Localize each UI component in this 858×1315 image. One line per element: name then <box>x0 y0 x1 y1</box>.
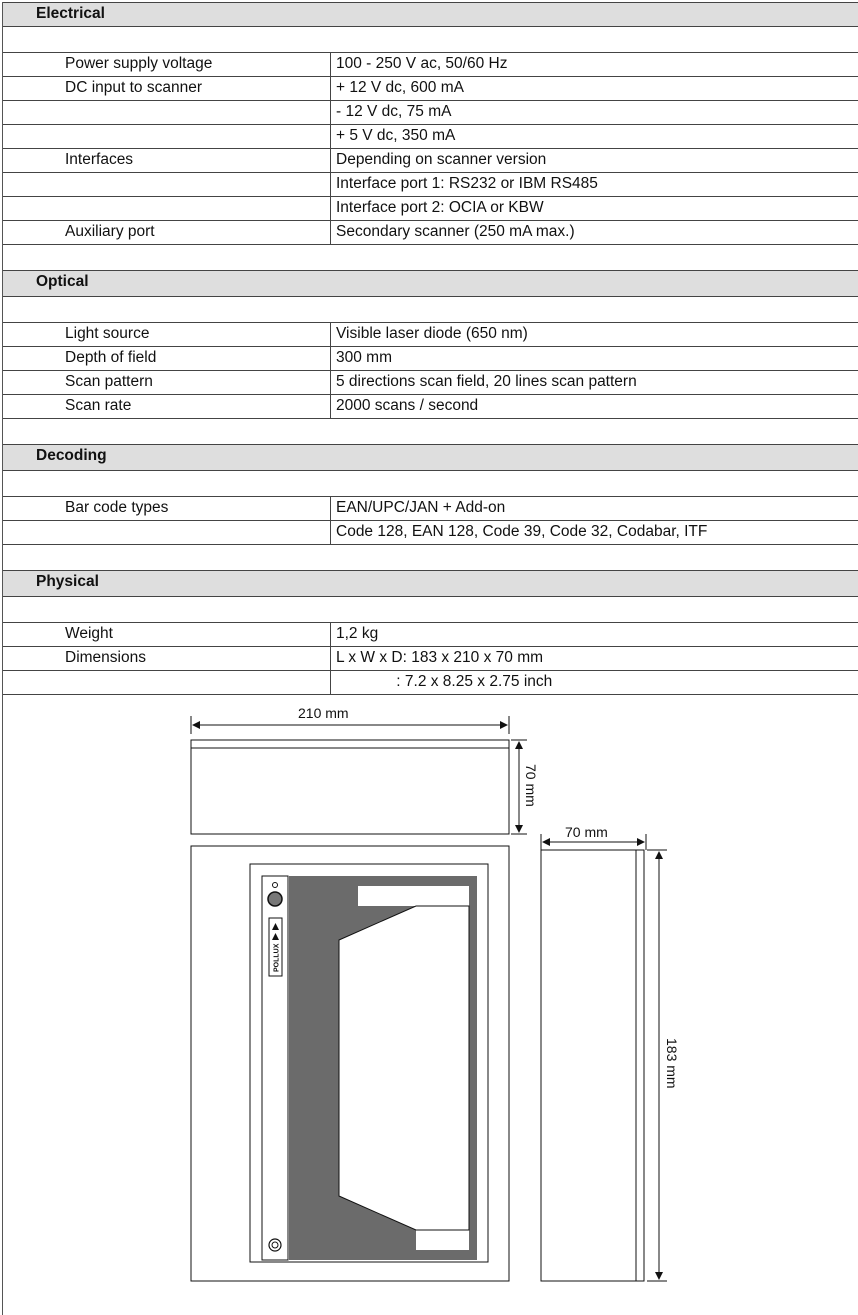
section-header-electrical: Electrical <box>3 2 858 26</box>
height-label: 70 mm <box>523 764 539 807</box>
column-divider <box>330 622 331 694</box>
spec-label: Bar code types <box>65 499 169 516</box>
scan-window <box>289 876 477 1260</box>
spec-value: Secondary scanner (250 mA max.) <box>336 223 575 240</box>
table-row: Power supply voltage 100 - 250 V ac, 50/… <box>3 52 858 76</box>
spacer-row <box>3 296 858 322</box>
spec-value: Visible laser diode (650 nm) <box>336 325 528 342</box>
scanner-front-view: POLLUX <box>190 845 510 1282</box>
section-title: Optical <box>36 273 89 290</box>
spec-label: Scan rate <box>65 397 132 414</box>
table-row: Weight 1,2 kg <box>3 622 858 646</box>
led-icon <box>272 882 278 888</box>
spacer-row <box>3 470 858 496</box>
column-divider <box>330 496 331 544</box>
table-row: DC input to scanner + 12 V dc, 600 mA <box>3 76 858 100</box>
table-row: Auxiliary port Secondary scanner (250 mA… <box>3 220 858 244</box>
spec-label: Weight <box>65 625 113 642</box>
spec-value: 100 - 250 V ac, 50/60 Hz <box>336 55 508 72</box>
brand-label: POLLUX <box>274 943 281 972</box>
depth-label: 70 mm <box>565 824 608 840</box>
spec-label: Dimensions <box>65 649 146 666</box>
width-dimension: 210 mm <box>190 705 510 734</box>
table-row: Code 128, EAN 128, Code 39, Code 32, Cod… <box>3 520 858 544</box>
table-row: Interface port 1: RS232 or IBM RS485 <box>3 172 858 196</box>
section-title: Electrical <box>36 5 105 22</box>
spacer-row <box>3 596 858 622</box>
button-icon <box>267 891 283 907</box>
spec-label: Light source <box>65 325 150 342</box>
spec-value: Interface port 2: OCIA or KBW <box>336 199 544 216</box>
spacer-row <box>3 544 858 570</box>
spec-label: Interfaces <box>65 151 134 168</box>
height-dimension: 70 mm <box>511 739 539 835</box>
table-row: + 5 V dc, 350 mA <box>3 124 858 148</box>
length-label: 183 mm <box>664 1038 680 1089</box>
table-bottom-border <box>3 694 858 695</box>
spacer-row <box>3 244 858 270</box>
spec-value: 300 mm <box>336 349 392 366</box>
spec-value: 2000 scans / second <box>336 397 479 414</box>
scanner-side-view <box>540 849 645 1282</box>
spec-label: Power supply voltage <box>65 55 213 72</box>
length-dimension: 183 mm <box>647 849 680 1282</box>
table-row: Scan rate 2000 scans / second <box>3 394 858 418</box>
section-header-physical: Physical <box>3 570 858 596</box>
spec-value: Depending on scanner version <box>336 151 547 168</box>
section-header-decoding: Decoding <box>3 444 858 470</box>
depth-dimension: 70 mm <box>540 824 647 850</box>
spec-label: Scan pattern <box>65 373 153 390</box>
dimension-drawing: 210 mm 70 mm <box>190 705 680 1282</box>
spec-value: 5 directions scan field, 20 lines scan p… <box>336 373 637 390</box>
table-row: Dimensions L x W x D: 183 x 210 x 70 mm <box>3 646 858 670</box>
spec-value: EAN/UPC/JAN + Add-on <box>336 499 506 516</box>
spacer-row <box>3 26 858 52</box>
spec-value: Interface port 1: RS232 or IBM RS485 <box>336 175 598 192</box>
spec-value: 1,2 kg <box>336 625 379 642</box>
spec-label: DC input to scanner <box>65 79 202 96</box>
table-row: Interface port 2: OCIA or KBW <box>3 196 858 220</box>
table-row: Depth of field 300 mm <box>3 346 858 370</box>
spec-value: Code 128, EAN 128, Code 39, Code 32, Cod… <box>336 523 708 540</box>
table-row: Bar code types EAN/UPC/JAN + Add-on <box>3 496 858 520</box>
spec-label: Auxiliary port <box>65 223 155 240</box>
spec-value: + 5 V dc, 350 mA <box>336 127 456 144</box>
table-row: Scan pattern 5 directions scan field, 20… <box>3 370 858 394</box>
column-divider <box>330 322 331 418</box>
spacer-row <box>3 418 858 444</box>
spec-value: : 7.2 x 8.25 x 2.75 inch <box>336 673 553 690</box>
section-header-optical: Optical <box>3 270 858 296</box>
section-title: Decoding <box>36 447 107 464</box>
table-row: - 12 V dc, 75 mA <box>3 100 858 124</box>
table-row: Light source Visible laser diode (650 nm… <box>3 322 858 346</box>
scanner-top-view <box>190 739 510 835</box>
table-row: Interfaces Depending on scanner version <box>3 148 858 172</box>
section-title: Physical <box>36 573 99 590</box>
table-row: : 7.2 x 8.25 x 2.75 inch <box>3 670 858 694</box>
spec-value: L x W x D: 183 x 210 x 70 mm <box>336 649 544 666</box>
column-divider <box>330 52 331 244</box>
brand-label-plate <box>268 917 283 977</box>
spec-value: - 12 V dc, 75 mA <box>336 103 452 120</box>
width-label: 210 mm <box>298 705 349 721</box>
spec-value: + 12 V dc, 600 mA <box>336 79 464 96</box>
spec-label: Depth of field <box>65 349 157 366</box>
